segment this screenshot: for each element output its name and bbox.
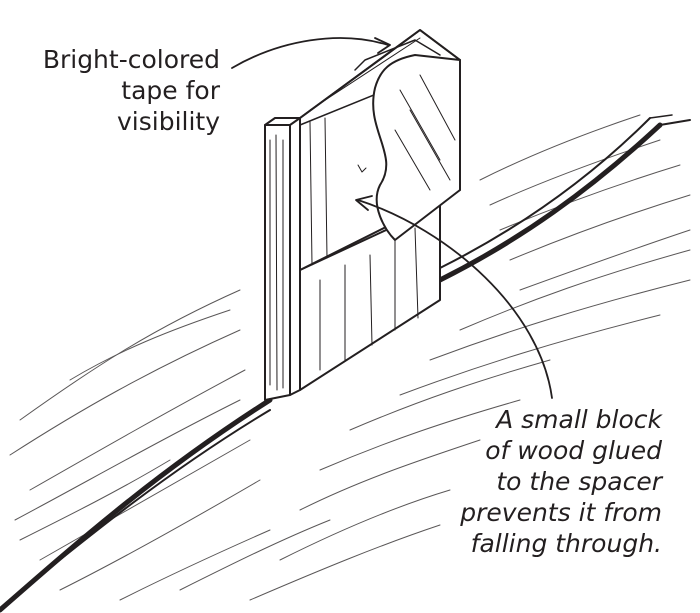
block-callout-line-1: A small block (496, 405, 662, 434)
tape-callout-label: Bright-colored tape for visibility (10, 44, 220, 137)
block-callout-line-2: of wood glued (485, 436, 662, 465)
tape-leader-arrow (231, 37, 391, 69)
tape-callout-line-3: visibility (116, 107, 220, 136)
tape-callout-line-2: tape for (121, 76, 220, 105)
block-callout-line-3: to the spacer (496, 467, 662, 496)
tape-strip (354, 39, 461, 241)
block-callout-line-5: falling through. (470, 529, 662, 558)
block-callout-line-4: prevents it from (460, 498, 662, 527)
spacer-slat (264, 117, 301, 401)
block-callout-label: A small block of wood glued to the space… (430, 404, 662, 559)
tape-callout-line-1: Bright-colored (42, 45, 220, 74)
block-leader-arrow (355, 195, 553, 399)
